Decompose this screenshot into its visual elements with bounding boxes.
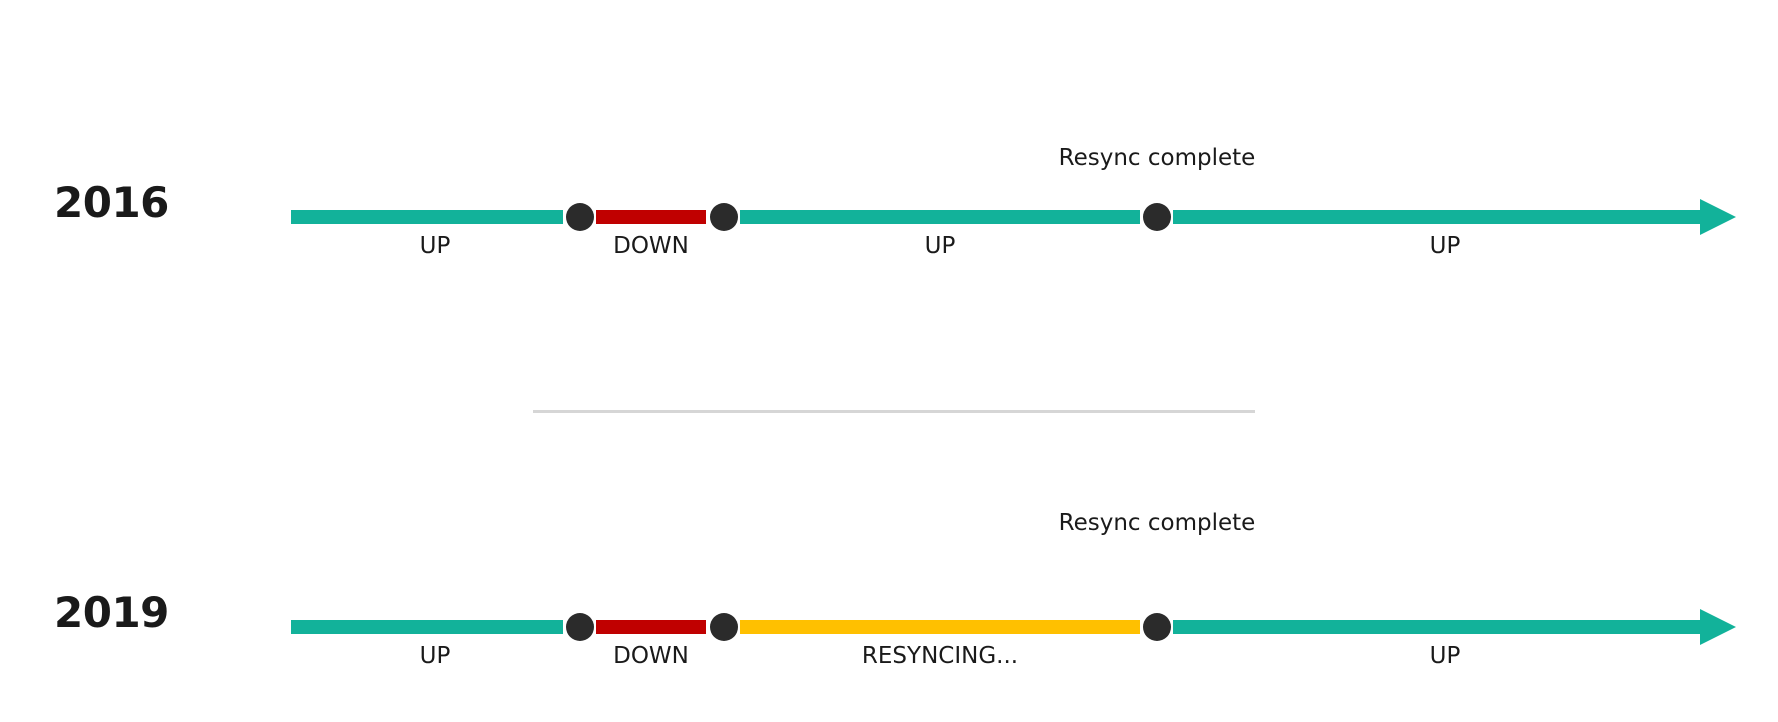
timeline-arrowhead [1700,609,1736,645]
segment-label: RESYNCING... [861,643,1019,669]
segment-label: UP [419,233,451,259]
segment-up [1173,620,1703,634]
segment-up [740,210,1140,224]
segment-down [596,210,706,224]
event-node [566,203,594,231]
segment-up [291,210,563,224]
segment-up [291,620,563,634]
resync-complete-node [1143,203,1171,231]
event-node [566,613,594,641]
timeline-2019: 2019 Resync complete UP DOWN RESYNCING..… [0,510,1778,700]
timeline-2016: 2016 Resync complete UP DOWN UP UP [0,130,1778,290]
segment-label: UP [924,233,956,259]
event-node [710,203,738,231]
segment-label: DOWN [613,643,689,669]
segment-up [1173,210,1703,224]
resync-complete-label: Resync complete [1058,510,1256,536]
year-label: 2016 [54,178,169,227]
segment-down [596,620,706,634]
segment-label: UP [419,643,451,669]
segment-resyncing [740,620,1140,634]
segment-label: DOWN [613,233,689,259]
event-node [710,613,738,641]
divider [533,410,1255,413]
resync-complete-label: Resync complete [1058,145,1256,171]
year-label: 2019 [54,588,169,637]
segment-label: UP [1429,233,1461,259]
segment-label: UP [1429,643,1461,669]
resync-complete-node [1143,613,1171,641]
timeline-arrowhead [1700,199,1736,235]
